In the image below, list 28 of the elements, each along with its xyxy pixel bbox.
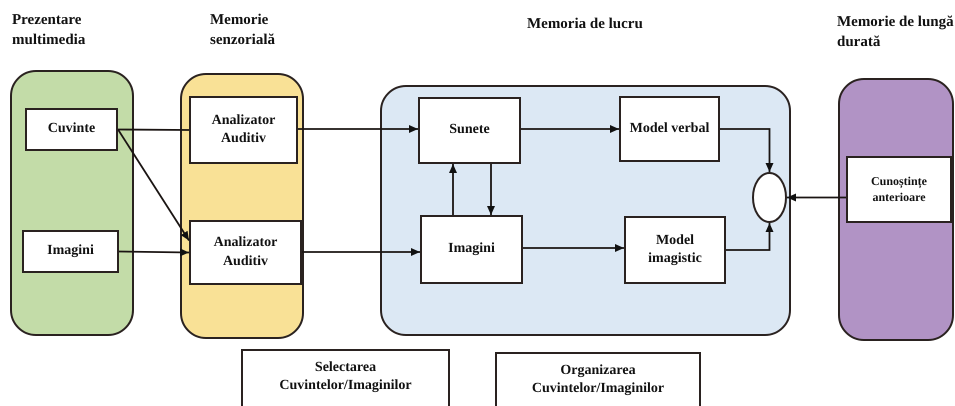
arrow: [117, 129, 190, 241]
arrow: [720, 128, 774, 172]
arrow: [521, 125, 619, 133]
process-box: Cunoștințe anterioare: [846, 156, 952, 223]
process-box: Sunete: [418, 97, 521, 164]
process-box: Analizator Auditiv: [189, 96, 298, 164]
process-box: Imagini: [420, 215, 523, 284]
arrow: [726, 223, 774, 251]
process-box: Analizator Auditiv: [189, 220, 302, 285]
arrow: [787, 194, 846, 202]
stage-heading: Memorie senzorială: [210, 11, 276, 50]
stage-heading: Memoria de lucru: [527, 15, 644, 34]
process-box: Cuvinte: [25, 108, 118, 151]
stage-heading: Memorie de lungă durată: [837, 13, 955, 52]
arrow: [487, 164, 495, 215]
arrow: [298, 125, 418, 133]
process-box: Model imagistic: [624, 216, 726, 284]
process-box: Selectarea Cuvintelor/Imaginilor: [241, 349, 450, 406]
integration-ellipse: [752, 172, 787, 223]
process-box: Model verbal: [619, 96, 720, 162]
arrow: [523, 244, 624, 252]
arrow: [302, 248, 420, 256]
arrow: [449, 164, 457, 215]
process-box: Imagini: [22, 230, 119, 273]
stage-heading: Prezentare multimedia: [12, 11, 86, 50]
arrow: [118, 248, 190, 256]
connector-line: [118, 128, 189, 131]
process-box: Organizarea Cuvintelor/Imaginilor: [495, 352, 701, 406]
